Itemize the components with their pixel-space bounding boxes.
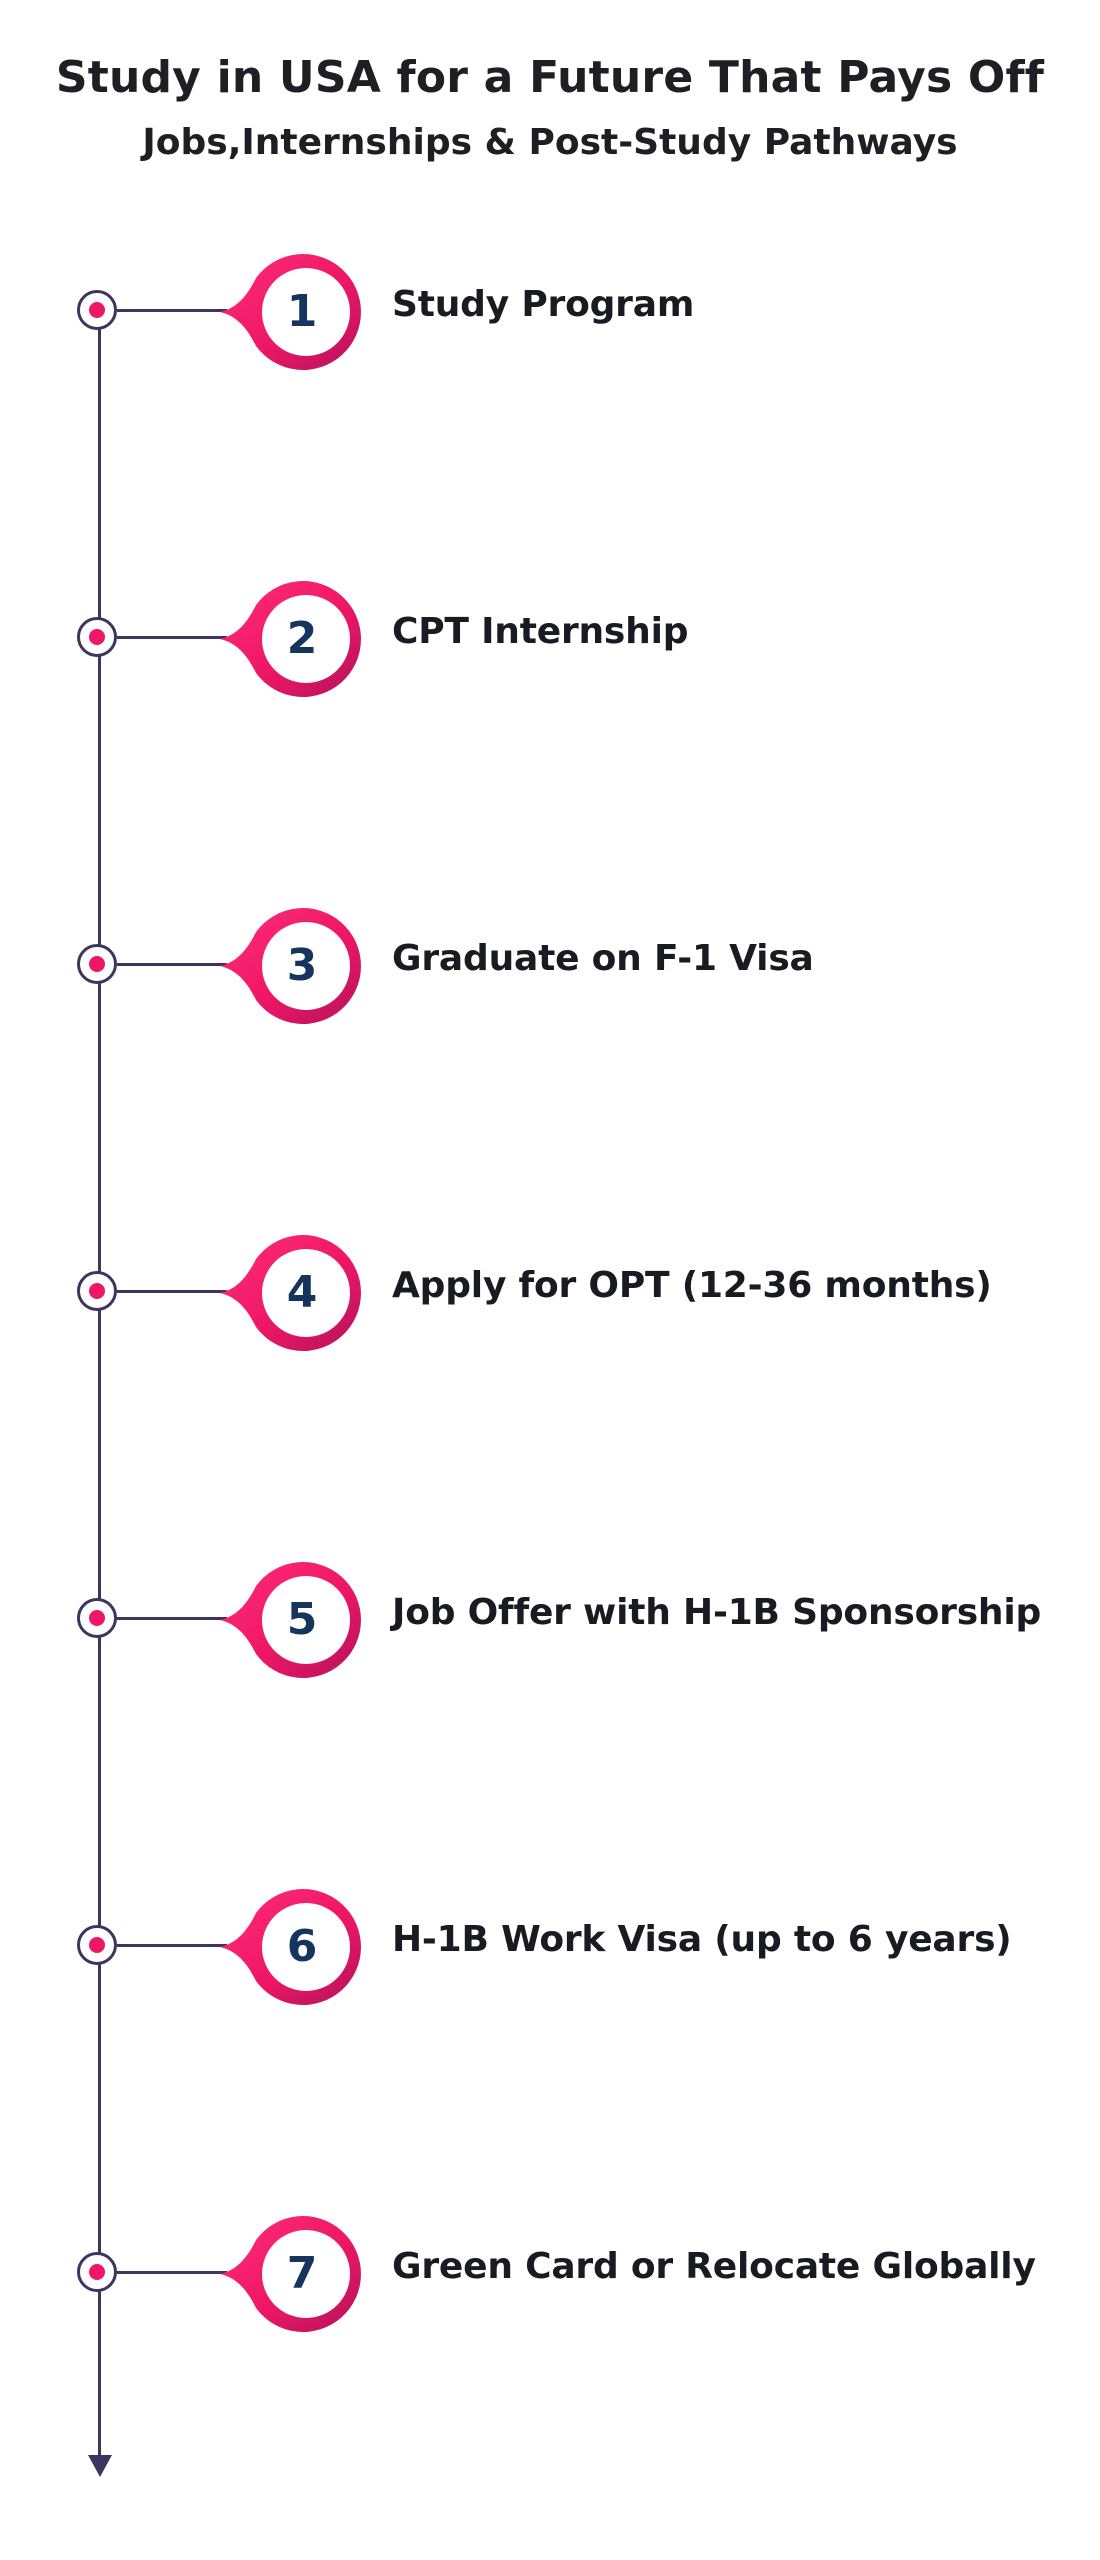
step-number: 5 xyxy=(286,1594,318,1645)
timeline-step: 1 Study Program xyxy=(0,242,1100,382)
step-badge-icon xyxy=(220,581,361,697)
timeline-connector xyxy=(117,309,227,312)
timeline-connector xyxy=(117,2271,227,2274)
step-badge-icon xyxy=(220,1235,361,1351)
step-number: 7 xyxy=(286,2248,318,2299)
timeline-dot xyxy=(77,290,117,330)
timeline-dot-core xyxy=(89,2264,105,2280)
timeline-connector xyxy=(117,963,227,966)
timeline-connector xyxy=(117,1617,227,1620)
timeline-arrow-down-icon xyxy=(88,2455,112,2477)
timeline-dot-core xyxy=(89,1937,105,1953)
timeline-connector xyxy=(117,636,227,639)
timeline-step: 4 Apply for OPT (12-36 months) xyxy=(0,1223,1100,1363)
timeline-step: 5 Job Offer with H-1B Sponsorship xyxy=(0,1550,1100,1690)
step-number: 6 xyxy=(286,1921,318,1972)
timeline-dot xyxy=(77,1925,117,1965)
step-number: 4 xyxy=(286,1267,318,1318)
step-label: H-1B Work Visa (up to 6 years) xyxy=(392,1919,1012,1960)
timeline-dot-core xyxy=(89,1283,105,1299)
page-title: Study in USA for a Future That Pays Off xyxy=(55,52,1045,103)
step-number: 2 xyxy=(286,613,318,664)
timeline-dot xyxy=(77,1598,117,1638)
timeline-dot xyxy=(77,944,117,984)
timeline-dot xyxy=(77,2252,117,2292)
step-label: Study Program xyxy=(392,284,695,325)
step-badge-icon xyxy=(220,1562,361,1678)
step-badge-icon xyxy=(220,1889,361,2005)
step-badge-icon xyxy=(220,254,361,370)
timeline-dot xyxy=(77,1271,117,1311)
step-label: Graduate on F-1 Visa xyxy=(392,938,814,979)
step-number: 3 xyxy=(286,940,318,991)
step-label: Apply for OPT (12-36 months) xyxy=(392,1265,992,1306)
timeline-connector xyxy=(117,1290,227,1293)
timeline-dot-core xyxy=(89,302,105,318)
step-badge-icon xyxy=(220,908,361,1024)
step-badge-icon xyxy=(220,2216,361,2332)
timeline-dot xyxy=(77,617,117,657)
timeline-dot-core xyxy=(89,1610,105,1626)
step-label: Green Card or Relocate Globally xyxy=(392,2246,1036,2287)
timeline-step: 7 Green Card or Relocate Globally xyxy=(0,2204,1100,2344)
timeline-dot-core xyxy=(89,956,105,972)
timeline-step: 6 H-1B Work Visa (up to 6 years) xyxy=(0,1877,1100,2017)
step-label: Job Offer with H-1B Sponsorship xyxy=(392,1592,1042,1633)
timeline-step: 2 CPT Internship xyxy=(0,569,1100,709)
timeline-connector xyxy=(117,1944,227,1947)
timeline-dot-core xyxy=(89,629,105,645)
page-subtitle: Jobs,Internships & Post-Study Pathways xyxy=(142,122,958,163)
step-label: CPT Internship xyxy=(392,611,689,652)
step-number: 1 xyxy=(286,286,318,337)
timeline-step: 3 Graduate on F-1 Visa xyxy=(0,896,1100,1036)
timeline-line xyxy=(98,310,101,2460)
